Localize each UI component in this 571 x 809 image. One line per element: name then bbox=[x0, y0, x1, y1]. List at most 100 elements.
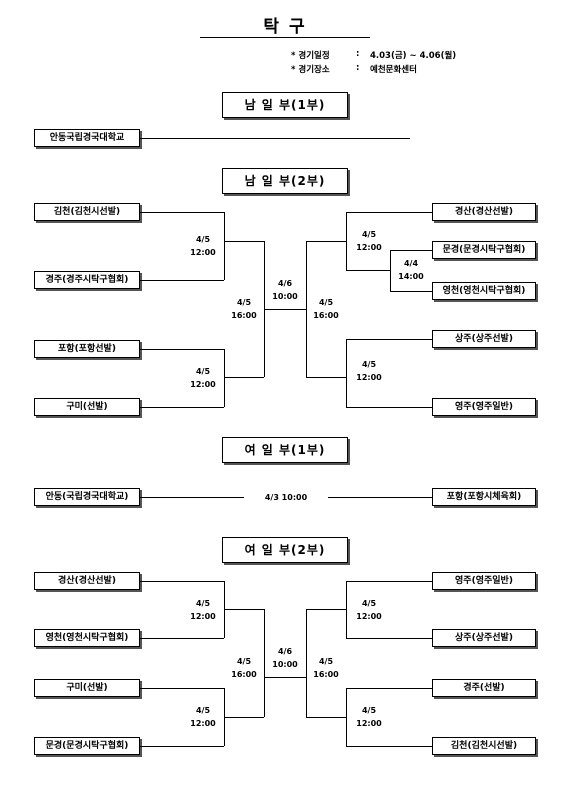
venue-colon: : bbox=[356, 63, 360, 73]
bracket-line bbox=[306, 241, 346, 242]
match-date: 4/5 bbox=[236, 298, 252, 307]
match-date: 4/5 bbox=[195, 599, 211, 608]
match-date: 4/5 bbox=[318, 657, 334, 666]
bracket-line bbox=[346, 212, 347, 270]
men2-right-team-2: 문경(문경시탁구협회) bbox=[432, 241, 536, 259]
match-date: 4/5 bbox=[361, 230, 377, 239]
match-date: 4/5 bbox=[195, 235, 211, 244]
match-date: 4/5 bbox=[195, 706, 211, 715]
men2-left-team-3: 포항(포항선발) bbox=[34, 340, 140, 358]
women2-left-team-1: 경산(경산선발) bbox=[34, 572, 140, 590]
match-time: 12:00 bbox=[356, 373, 382, 382]
women1-match: 4/3 10:00 bbox=[264, 493, 308, 502]
venue-value: 예천문화센터 bbox=[370, 65, 417, 75]
men1-team: 안동국립경국대학교 bbox=[34, 129, 140, 147]
venue-label: * 경기장소 bbox=[291, 65, 330, 75]
match-date: 4/6 bbox=[277, 647, 293, 656]
bracket-line bbox=[140, 349, 224, 350]
match-time: 12:00 bbox=[190, 380, 216, 389]
men2-right-team-4: 상주(상주선발) bbox=[432, 330, 536, 348]
men2-right-team-3: 영천(영천시탁구협회) bbox=[432, 282, 536, 300]
match-time: 12:00 bbox=[190, 612, 216, 621]
bracket-line bbox=[346, 581, 432, 582]
schedule-colon: : bbox=[356, 49, 360, 59]
bracket-line bbox=[224, 349, 225, 407]
women2-right-team-1: 영주(영주일반) bbox=[432, 572, 536, 590]
title-underline bbox=[200, 37, 370, 38]
men2-match-left-top: 4/5 12:00 bbox=[186, 233, 220, 259]
women2-match-left-semi: 4/5 16:00 bbox=[227, 655, 261, 681]
bracket-line bbox=[346, 688, 432, 689]
men1-section-title: 남 일 부(1부) bbox=[222, 92, 348, 118]
bracket-line bbox=[264, 677, 306, 678]
match-time: 12:00 bbox=[190, 719, 216, 728]
bracket-line bbox=[140, 212, 224, 213]
match-time: 12:00 bbox=[356, 243, 382, 252]
bracket-line bbox=[346, 746, 432, 747]
bracket-line bbox=[390, 250, 432, 251]
match-date: 4/6 bbox=[277, 279, 293, 288]
bracket-line bbox=[264, 609, 265, 717]
bracket-line bbox=[224, 241, 264, 242]
match-date: 4/5 bbox=[361, 599, 377, 608]
bracket-line bbox=[328, 497, 432, 498]
match-time: 10:00 bbox=[272, 292, 298, 301]
bracket-line bbox=[140, 638, 224, 639]
bracket-line bbox=[346, 407, 432, 408]
match-date: 4/5 bbox=[195, 367, 211, 376]
bracket-line bbox=[346, 688, 347, 746]
men2-match-right-bot: 4/5 12:00 bbox=[352, 358, 386, 384]
bracket-line bbox=[346, 212, 432, 213]
bracket-line bbox=[224, 717, 264, 718]
match-time: 16:00 bbox=[231, 311, 257, 320]
women2-left-team-4: 문경(문경시탁구협회) bbox=[34, 737, 140, 755]
bracket-line bbox=[346, 638, 432, 639]
bracket-line bbox=[224, 609, 264, 610]
women2-right-team-4: 김천(김천시선발) bbox=[432, 737, 536, 755]
women2-section-title: 여 일 부(2부) bbox=[222, 537, 348, 563]
schedule-value: 4.03(금) ~ 4.06(월) bbox=[370, 51, 457, 61]
women1-left-team: 안동(국립경국대학교) bbox=[34, 488, 140, 506]
bracket-line bbox=[346, 339, 347, 407]
match-date: 4/5 bbox=[361, 360, 377, 369]
men2-section-title: 남 일 부(2부) bbox=[222, 168, 348, 194]
women2-left-team-3: 구미(선발) bbox=[34, 679, 140, 697]
match-time: 12:00 bbox=[190, 248, 216, 257]
men2-left-team-1: 김천(김천시선발) bbox=[34, 203, 140, 221]
women2-match-left-top: 4/5 12:00 bbox=[186, 597, 220, 623]
men2-left-team-4: 구미(선발) bbox=[34, 398, 140, 416]
bracket-line bbox=[306, 377, 346, 378]
match-date: 4/5 bbox=[361, 706, 377, 715]
match-time: 12:00 bbox=[356, 612, 382, 621]
men2-left-team-2: 경주(경주시탁구협회) bbox=[34, 271, 140, 289]
match-date: 4/5 bbox=[236, 657, 252, 666]
bracket-line bbox=[390, 291, 432, 292]
bracket-line bbox=[346, 339, 432, 340]
match-time: 10:00 bbox=[272, 660, 298, 669]
bracket-line bbox=[140, 581, 224, 582]
women1-right-team: 포항(포항시체육회) bbox=[432, 488, 536, 506]
men2-right-team-5: 영주(영주일반) bbox=[432, 398, 536, 416]
men1-line bbox=[140, 138, 410, 139]
bracket-line bbox=[306, 609, 307, 717]
men2-match-left-semi: 4/5 16:00 bbox=[227, 296, 261, 322]
match-time: 16:00 bbox=[231, 670, 257, 679]
men2-right-team-1: 경산(경산선발) bbox=[432, 203, 536, 221]
match-time: 12:00 bbox=[356, 719, 382, 728]
match-time: 16:00 bbox=[313, 311, 339, 320]
bracket-line bbox=[140, 407, 224, 408]
match-time: 16:00 bbox=[313, 670, 339, 679]
bracket-line bbox=[140, 688, 224, 689]
page-title: 탁 구 bbox=[263, 17, 307, 37]
bracket-line bbox=[224, 377, 264, 378]
women2-match-right-top: 4/5 12:00 bbox=[352, 597, 386, 623]
women2-right-team-3: 경주(선발) bbox=[432, 679, 536, 697]
bracket-line bbox=[140, 497, 244, 498]
match-time: 14:00 bbox=[398, 272, 424, 281]
match-date: 4/4 bbox=[403, 259, 419, 268]
bracket-line bbox=[224, 212, 225, 280]
women2-match-left-bot: 4/5 12:00 bbox=[186, 704, 220, 730]
men2-match-left-bot: 4/5 12:00 bbox=[186, 365, 220, 391]
women1-section-title: 여 일 부(1부) bbox=[222, 437, 348, 463]
